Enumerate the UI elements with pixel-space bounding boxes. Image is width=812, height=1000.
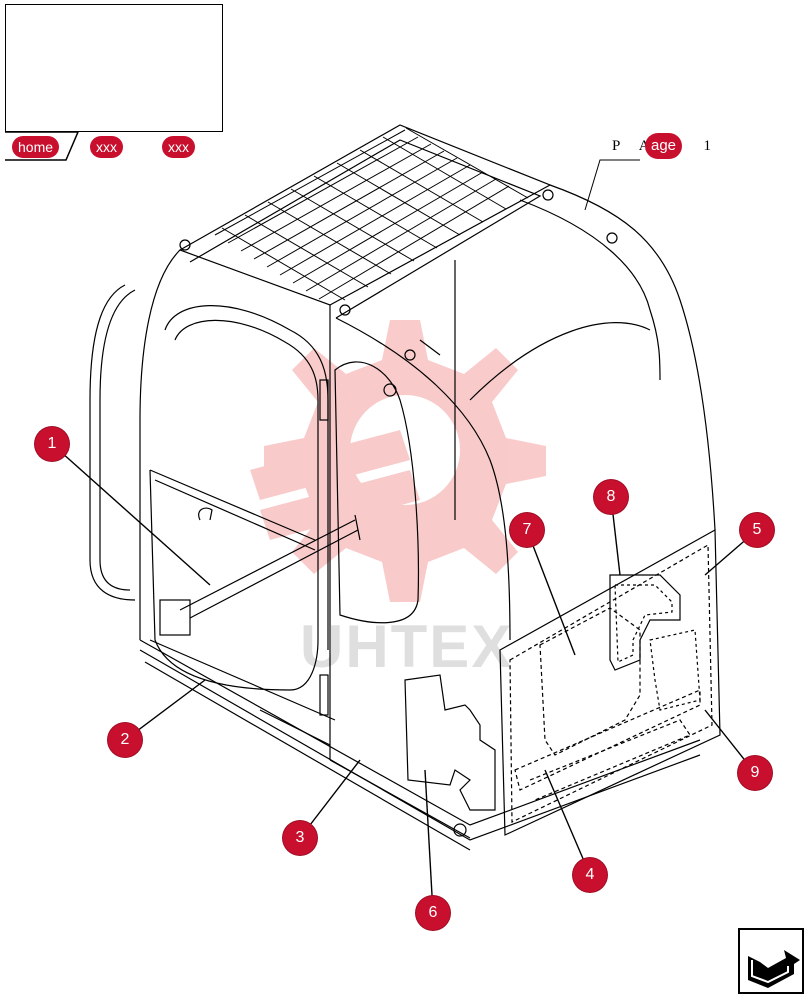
arrow-next-icon bbox=[748, 950, 800, 988]
tab-bar-outline bbox=[5, 131, 80, 161]
callout-7[interactable]: 7 bbox=[510, 513, 544, 547]
home-link[interactable]: home bbox=[12, 136, 60, 158]
page-reference-prefix: P A bbox=[612, 138, 658, 154]
callout-2[interactable]: 2 bbox=[108, 723, 142, 757]
callout-3[interactable]: 3 bbox=[283, 821, 317, 855]
breadcrumb-link-1[interactable]: xxx bbox=[90, 136, 123, 158]
next-page-button[interactable] bbox=[738, 928, 804, 994]
thumbnail-panel bbox=[5, 4, 223, 132]
watermark-text: UHTEX bbox=[300, 613, 514, 680]
page-reference: P A 1 bbox=[612, 138, 719, 155]
page-link-badge[interactable]: age bbox=[645, 133, 683, 159]
callout-9[interactable]: 9 bbox=[738, 756, 772, 790]
callout-1[interactable]: 1 bbox=[35, 427, 69, 461]
callout-5[interactable]: 5 bbox=[740, 513, 774, 547]
callout-8[interactable]: 8 bbox=[594, 480, 628, 514]
callout-4[interactable]: 4 bbox=[573, 858, 607, 892]
breadcrumb-link-2[interactable]: xxx bbox=[162, 136, 195, 158]
page-reference-suffix: 1 bbox=[703, 138, 720, 154]
callout-6[interactable]: 6 bbox=[416, 896, 450, 930]
watermark-gear-icon bbox=[250, 320, 546, 602]
